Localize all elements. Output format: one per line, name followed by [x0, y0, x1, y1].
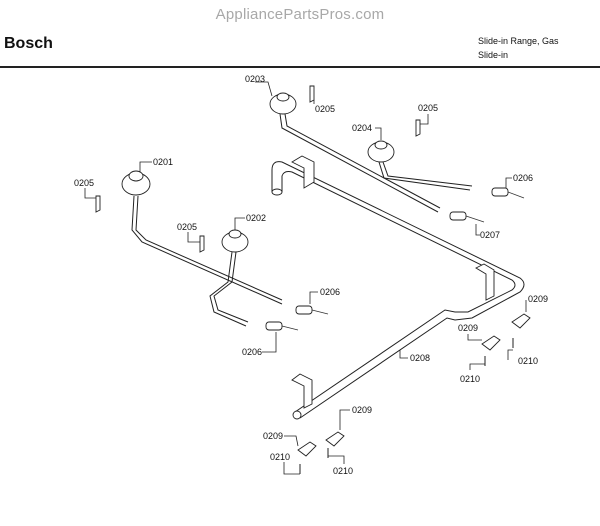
- orifice-holder-0206-mid[interactable]: [295, 305, 329, 315]
- header-divider: [0, 66, 600, 68]
- callout-0205-d[interactable]: 0205: [418, 103, 438, 113]
- clip-0205-b[interactable]: [199, 235, 205, 253]
- callout-0209-d[interactable]: 0209: [263, 431, 283, 441]
- callout-0205-a[interactable]: 0205: [74, 178, 94, 188]
- watermark: AppliancePartsPros.com: [215, 6, 385, 23]
- callout-0202[interactable]: 0202: [246, 213, 266, 223]
- callout-0209-a[interactable]: 0209: [528, 294, 548, 304]
- callout-0201[interactable]: 0201: [153, 157, 173, 167]
- clip-0205-d[interactable]: [415, 119, 421, 137]
- bracket-0209-b[interactable]: [481, 335, 501, 351]
- callout-0204[interactable]: 0204: [352, 123, 372, 133]
- orifice-holder-0206-low[interactable]: [265, 321, 299, 331]
- valve-0203[interactable]: [269, 92, 441, 213]
- brand-name: Bosch: [4, 35, 53, 52]
- orifice-holder-0207[interactable]: [449, 211, 485, 223]
- bracket-0209-c[interactable]: [325, 431, 345, 447]
- callout-0206-b[interactable]: 0206: [320, 287, 340, 297]
- model-description: Slide-in Range, Gas Slide-in: [478, 34, 559, 62]
- bracket-0209-a[interactable]: [511, 313, 531, 329]
- callout-0209-c[interactable]: 0209: [352, 405, 372, 415]
- callout-0205-b[interactable]: 0205: [177, 222, 197, 232]
- leader-lines: [84, 81, 527, 475]
- callout-0210-a[interactable]: 0210: [518, 356, 538, 366]
- model-line-1: Slide-in Range, Gas: [478, 36, 559, 46]
- manifold-frame[interactable]: [271, 155, 525, 420]
- callout-0203[interactable]: 0203: [245, 74, 265, 84]
- callout-0210-c[interactable]: 0210: [333, 466, 353, 476]
- model-line-2: Slide-in: [478, 50, 509, 60]
- callout-0208[interactable]: 0208: [410, 353, 430, 363]
- orifice-holder-0206-top[interactable]: [491, 187, 525, 199]
- clip-0205-a[interactable]: [95, 195, 101, 213]
- callout-0210-b[interactable]: 0210: [460, 374, 480, 384]
- callout-0206-a[interactable]: 0206: [513, 173, 533, 183]
- callout-0206-c[interactable]: 0206: [242, 347, 262, 357]
- callout-0209-b[interactable]: 0209: [458, 323, 478, 333]
- callout-0205-c[interactable]: 0205: [315, 104, 335, 114]
- valve-0202[interactable]: [209, 229, 249, 327]
- callout-0207[interactable]: 0207: [480, 230, 500, 240]
- valve-0201[interactable]: [121, 170, 283, 305]
- clip-0205-c[interactable]: [309, 85, 315, 103]
- valve-0204[interactable]: [367, 140, 473, 191]
- callout-0210-d[interactable]: 0210: [270, 452, 290, 462]
- bracket-0209-d[interactable]: [297, 441, 317, 457]
